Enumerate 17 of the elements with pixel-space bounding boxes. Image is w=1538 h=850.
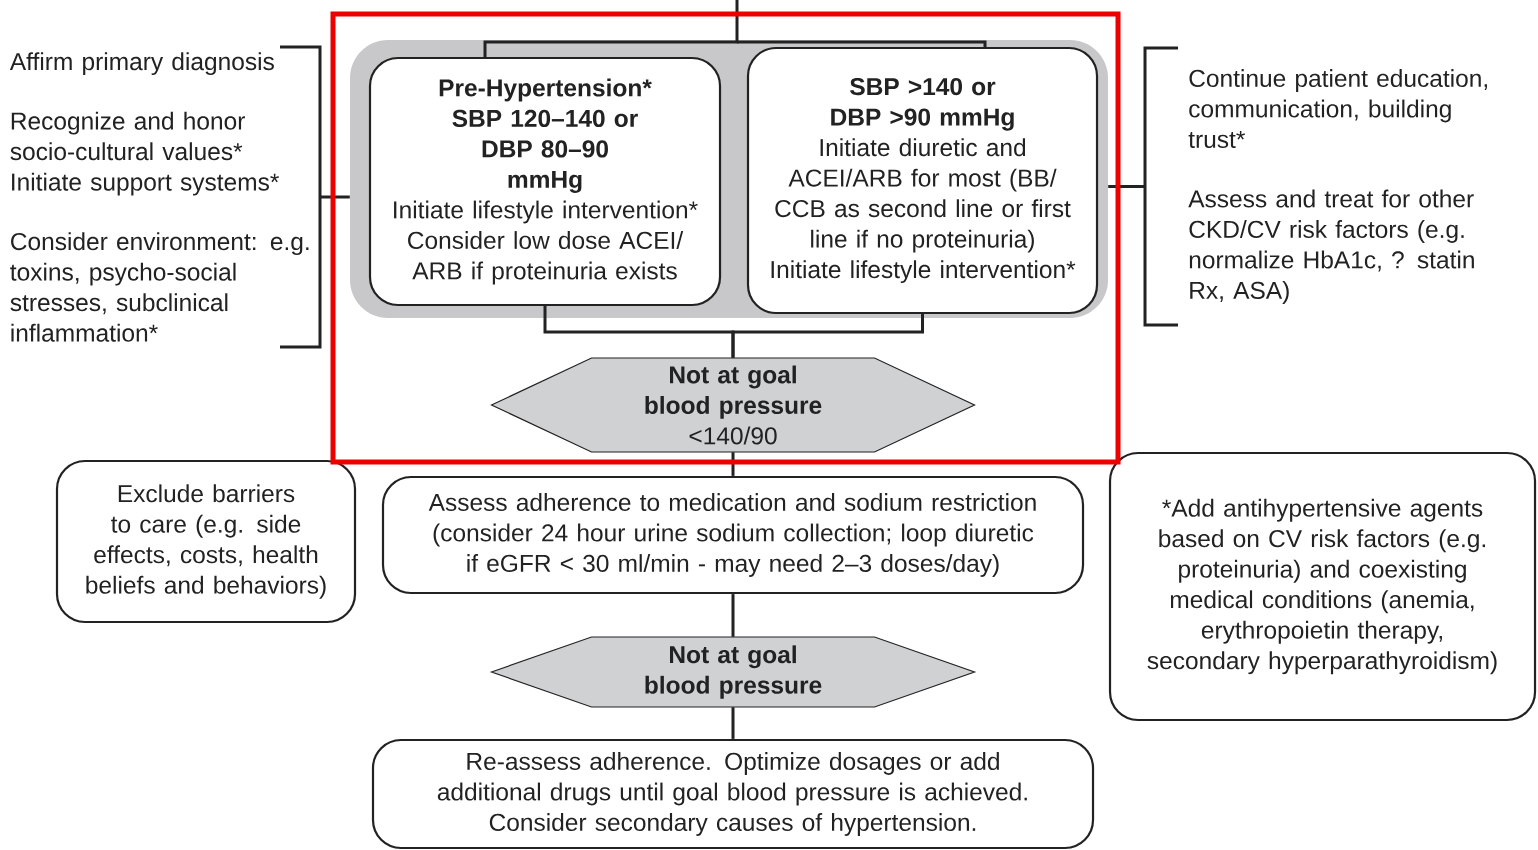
decision-hexagon: Not at goal blood pressure <140/90 — [490, 357, 976, 453]
process-box: Exclude barriers to care (e.g. side effects, costs, health beliefs and behaviors) — [55, 459, 357, 624]
process-box: *Add antihypertensive agents based on CV risk factors (e.g. proteinuria) and coexisting medical conditions (anemia, erythropoietin therapy, secondary hyperparathyroidism) — [1108, 451, 1537, 722]
note-text: Affirm primary diagnosis Recognize and honor socio-cultural values* Initiate support systems* Consider environment: e.g. toxins, psycho-social stresses, subclinical inflammation* — [9, 52, 309, 342]
connector — [731, 314, 924, 358]
process-box: Pre-Hypertension* SBP 120–140 or DBP 80–90 mmHg Initiate lifestyle intervention* Consider low dose ACEI/ ARB if proteinuria exists — [368, 56, 722, 307]
connector — [731, 594, 735, 637]
process-box: SBP >140 or DBP >90 mmHg Initiate diuretic and ACEI/ARB for most (BB/ CCB as second line or first line if no proteinuria) Initiate lifestyle intervention* — [746, 46, 1099, 315]
connector — [483, 0, 739, 57]
connector — [737, 40, 987, 47]
note-text: Continue patient education, communication, building trust* Assess and treat for other CKD/CV risk factors (e.g. normalize HbA1c, ? statin Rx, ASA) — [1188, 69, 1487, 304]
process-box: Re-assess adherence. Optimize dosages or add additional drugs until goal blood pressure is achieved. Consider secondary causes of hypertension. — [371, 738, 1095, 850]
connector — [731, 707, 735, 739]
process-box: Assess adherence to medication and sodium restriction (consider 24 hour urine sodium collection; loop diuretic if eGFR < 30 ml/min - may need 2–3 doses/day) — [381, 475, 1085, 595]
connector — [1108, 185, 1145, 188]
connector — [320, 195, 350, 199]
connector — [731, 452, 735, 476]
